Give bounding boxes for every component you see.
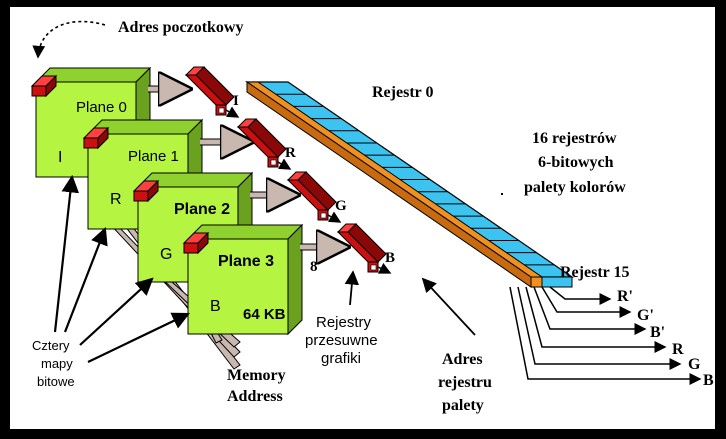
- plane-2-name: Plane 2: [174, 201, 230, 218]
- palette-desc-line-3: palety kolorów: [524, 179, 626, 196]
- palette-output-r-prime: R': [617, 288, 633, 305]
- shift-register-2: G: [286, 171, 347, 223]
- palette-address-pointer: [421, 277, 476, 336]
- shift-output-label-1: R: [285, 145, 296, 161]
- bitmap-pointer-arrows: [53, 174, 190, 363]
- shift-output-arrow-0: [225, 106, 240, 118]
- palette-output-g-prime: G': [637, 307, 654, 324]
- palette-output-b: B: [703, 372, 714, 389]
- shift-register-0: I: [184, 66, 240, 118]
- shift-output-arrow-3: [377, 262, 392, 274]
- shift-register-pointer: [344, 270, 360, 306]
- vga-memory-diagram: Adres poczotkowy Rejestr 0 Rejestr 15 16…: [30, 19, 714, 414]
- palette-desc-line-2: 6-bitowych: [538, 154, 614, 171]
- memory-address-line-1: Memory: [227, 367, 286, 384]
- register-top-label: Rejestr 0: [372, 84, 433, 101]
- shift-output-label-3: B: [385, 250, 395, 266]
- shift-registers-line-2: przesuwne: [305, 332, 378, 349]
- diagram-stage: Adres poczotkowy Rejestr 0 Rejestr 15 16…: [10, 7, 715, 429]
- register-bottom-label: Rejestr 15: [560, 264, 629, 281]
- palette-desc-line-1: 16 rejestrów: [532, 130, 617, 147]
- plane-to-register-arrows: [148, 89, 346, 247]
- shift-register-3: B: [336, 223, 395, 274]
- palette-address-line-1: Adres: [442, 351, 483, 368]
- bit-planes: Plane 0 I Plane 1 R Plane 2 G Plane 3 B 64 KB: [30, 66, 304, 336]
- shift-output-label-2: G: [335, 198, 347, 214]
- plane-0-name: Plane 0: [76, 99, 127, 116]
- palette-output-g: G: [688, 356, 701, 373]
- speck: [501, 193, 503, 195]
- bitmap-label-line-1: Cztery: [32, 338, 70, 353]
- plane-2-letter: G: [160, 246, 172, 263]
- bus-width-label: 8: [310, 259, 318, 275]
- plane-3-size: 64 KB: [243, 306, 286, 323]
- shift-output-arrow-1: [277, 158, 292, 170]
- palette-address-line-3: palety: [442, 397, 484, 414]
- plane-3-letter: B: [210, 298, 221, 315]
- bitmap-label-line-3: bitowe: [37, 374, 75, 389]
- palette-register-stack: [245, 81, 574, 288]
- start-address-label: Adres poczotkowy: [118, 19, 243, 36]
- palette-output-lines: [509, 286, 702, 385]
- memory-address-line-2: Address: [227, 388, 283, 405]
- start-address-arrow: [32, 20, 106, 59]
- palette-output-b-prime: B': [650, 324, 665, 341]
- bitmap-label-line-2: mapy: [41, 356, 73, 371]
- plane-1-letter: R: [110, 191, 122, 208]
- palette-output-r: R: [672, 341, 684, 358]
- plane-3-name: Plane 3: [218, 253, 274, 270]
- plane-3: Plane 3 B 64 KB: [182, 223, 304, 336]
- shift-registers-line-3: grafiki: [321, 350, 361, 367]
- shift-register-1: R: [236, 118, 296, 170]
- palette-address-line-2: rejestru: [438, 374, 492, 391]
- shift-output-label-0: I: [233, 93, 239, 109]
- plane-1-name: Plane 1: [128, 148, 179, 165]
- shift-output-arrow-2: [327, 211, 342, 223]
- plane-0-letter: I: [58, 149, 62, 166]
- shift-registers: I R G B: [184, 66, 395, 274]
- shift-registers-line-1: Rejestry: [316, 314, 372, 331]
